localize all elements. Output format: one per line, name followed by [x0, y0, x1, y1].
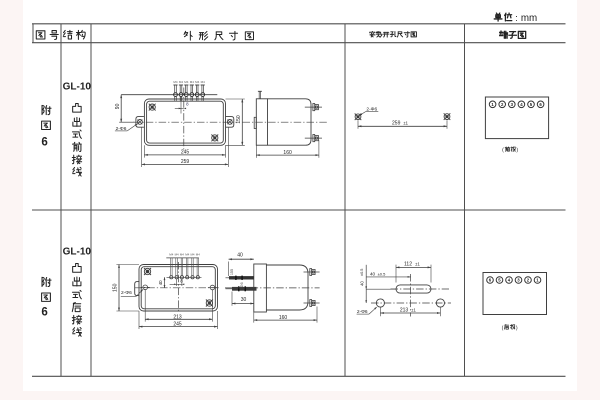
svg-text:±0.5: ±0.5: [360, 269, 364, 276]
svg-text:): ): [516, 325, 518, 331]
svg-text:2-Φ6: 2-Φ6: [121, 290, 132, 296]
svg-text:±0.5: ±0.5: [378, 271, 387, 276]
svg-text:2-Φ6: 2-Φ6: [366, 106, 377, 112]
svg-text:90: 90: [115, 103, 121, 109]
svg-text:259: 259: [181, 159, 190, 165]
svg-text:GL-10: GL-10: [63, 82, 92, 93]
svg-text:(: (: [502, 148, 504, 154]
svg-text:M4: M4: [179, 80, 183, 84]
svg-text:M4: M4: [190, 252, 194, 256]
svg-text:M4: M4: [201, 80, 205, 84]
svg-text:245: 245: [181, 150, 190, 156]
svg-text:213: 213: [400, 308, 409, 314]
svg-text:M4: M4: [184, 80, 188, 84]
svg-text:40: 40: [370, 271, 376, 276]
svg-text:2: 2: [527, 278, 530, 283]
svg-text:213: 213: [173, 314, 182, 320]
svg-text:±1: ±1: [415, 262, 420, 267]
svg-text:Φ6: Φ6: [240, 282, 244, 287]
svg-text:259: 259: [392, 120, 401, 126]
svg-text:M4: M4: [185, 252, 189, 256]
svg-text:M4: M4: [180, 252, 184, 256]
svg-text:GL-10: GL-10: [63, 247, 92, 258]
svg-text:6: 6: [539, 102, 542, 107]
svg-text:mm: mm: [521, 13, 537, 24]
svg-text:M4: M4: [196, 252, 200, 256]
svg-text:4: 4: [508, 278, 511, 283]
svg-text:2-Φ6: 2-Φ6: [116, 126, 127, 132]
svg-text:2-Φ6: 2-Φ6: [357, 309, 368, 315]
svg-text:150: 150: [236, 115, 242, 124]
svg-text:±1: ±1: [411, 308, 416, 313]
svg-text:M4: M4: [190, 80, 194, 84]
svg-text:(: (: [502, 325, 504, 331]
svg-text:245: 245: [173, 322, 182, 328]
svg-text:6: 6: [489, 278, 492, 283]
svg-text:160: 160: [279, 315, 288, 321]
svg-text:1: 1: [536, 278, 539, 283]
svg-text:30: 30: [241, 297, 247, 303]
svg-text:40: 40: [359, 281, 364, 286]
svg-text:M4: M4: [195, 80, 199, 84]
svg-text:8: 8: [180, 279, 183, 284]
svg-text:5: 5: [498, 278, 501, 283]
svg-text:M4: M4: [173, 80, 177, 84]
svg-text:M4: M4: [175, 252, 179, 256]
svg-text:3: 3: [511, 102, 514, 107]
svg-text:40: 40: [237, 253, 243, 259]
svg-text:±1: ±1: [403, 120, 408, 125]
svg-text:2: 2: [501, 102, 504, 107]
svg-text:6: 6: [41, 307, 47, 319]
svg-text:8: 8: [186, 102, 189, 107]
svg-text:): ): [516, 148, 518, 154]
svg-text:6: 6: [41, 137, 47, 149]
svg-text:160: 160: [283, 150, 292, 156]
svg-text:150: 150: [112, 283, 118, 292]
svg-text::: :: [515, 13, 518, 24]
svg-text:112: 112: [404, 262, 412, 268]
svg-text:5: 5: [530, 102, 533, 107]
svg-text:M4: M4: [169, 252, 173, 256]
svg-text:40: 40: [158, 280, 163, 285]
svg-text:3: 3: [517, 278, 520, 283]
svg-text:4: 4: [520, 102, 523, 107]
svg-text:1: 1: [491, 102, 494, 107]
svg-text:155: 155: [230, 269, 234, 275]
